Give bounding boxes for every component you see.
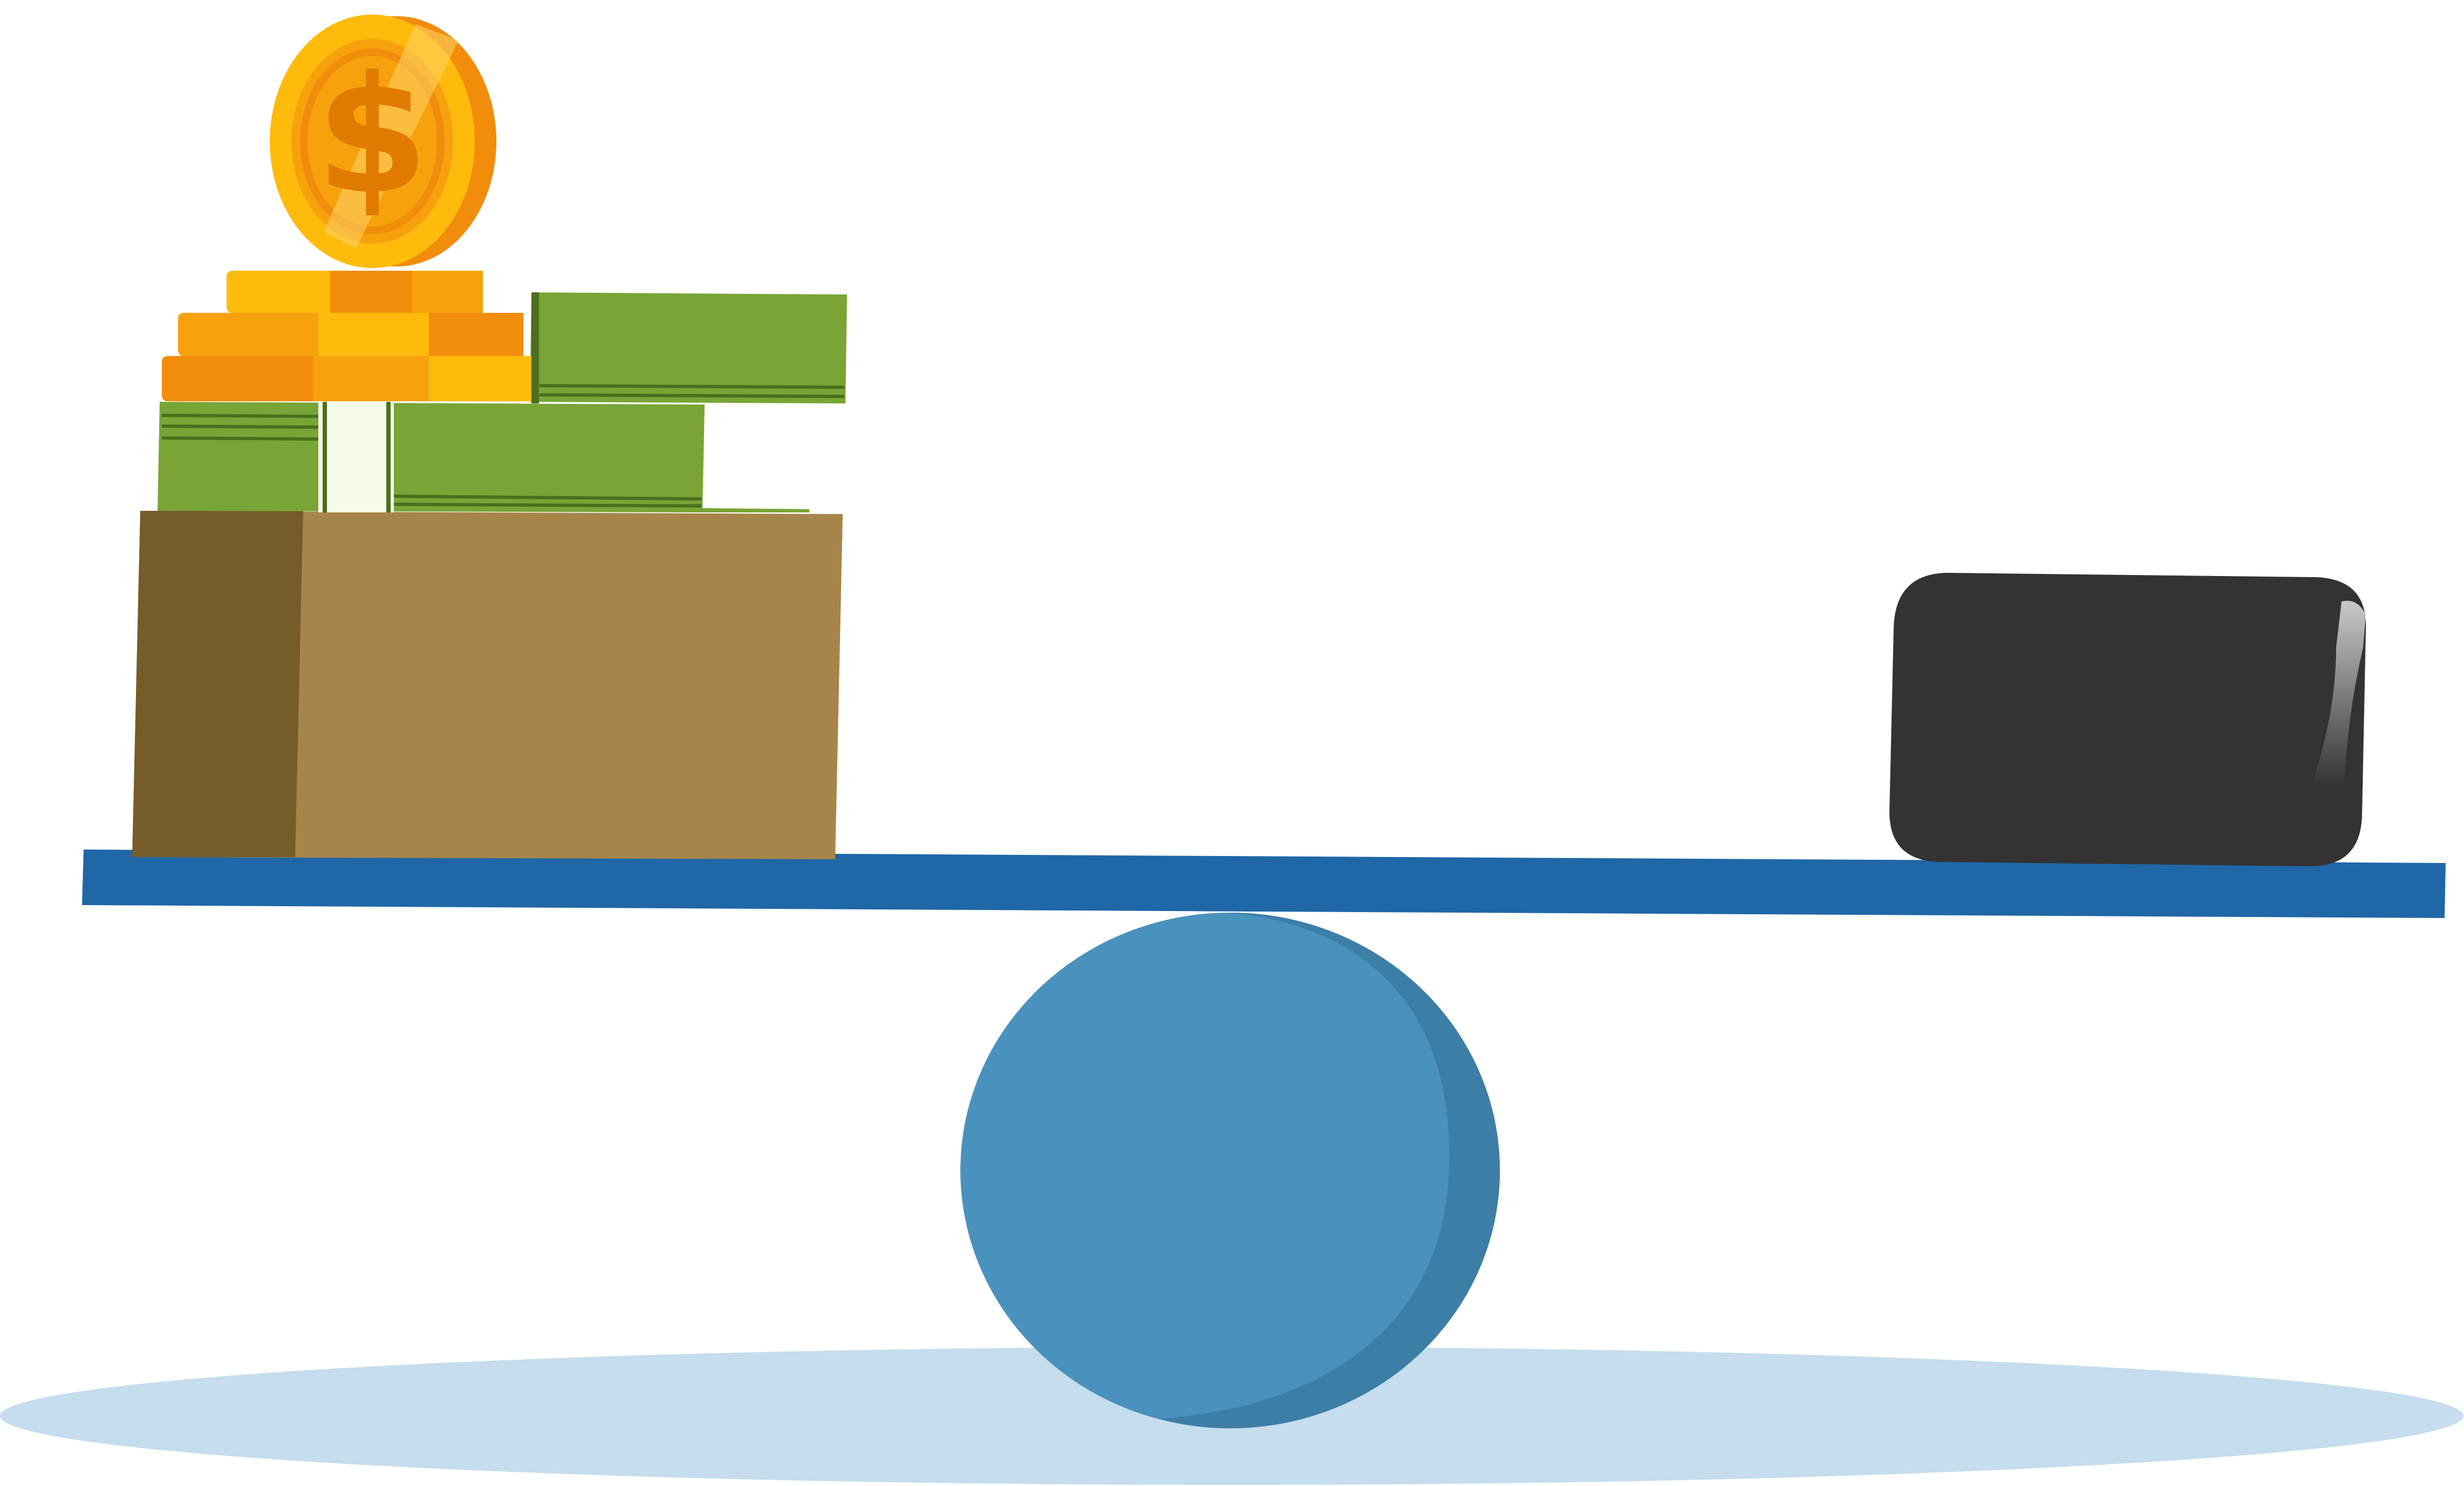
- seesaw-plank: [82, 850, 2446, 918]
- cardboard-box: [132, 511, 843, 859]
- cash-stack-lower: [158, 402, 809, 512]
- dollar-coin-icon: $: [270, 15, 496, 268]
- coin-stack: [162, 271, 531, 401]
- fulcrum-ball: [960, 913, 1500, 1428]
- dollar-symbol: $: [316, 42, 429, 230]
- black-weight-block: [1889, 573, 2366, 867]
- cash-stack-upper: [530, 292, 847, 403]
